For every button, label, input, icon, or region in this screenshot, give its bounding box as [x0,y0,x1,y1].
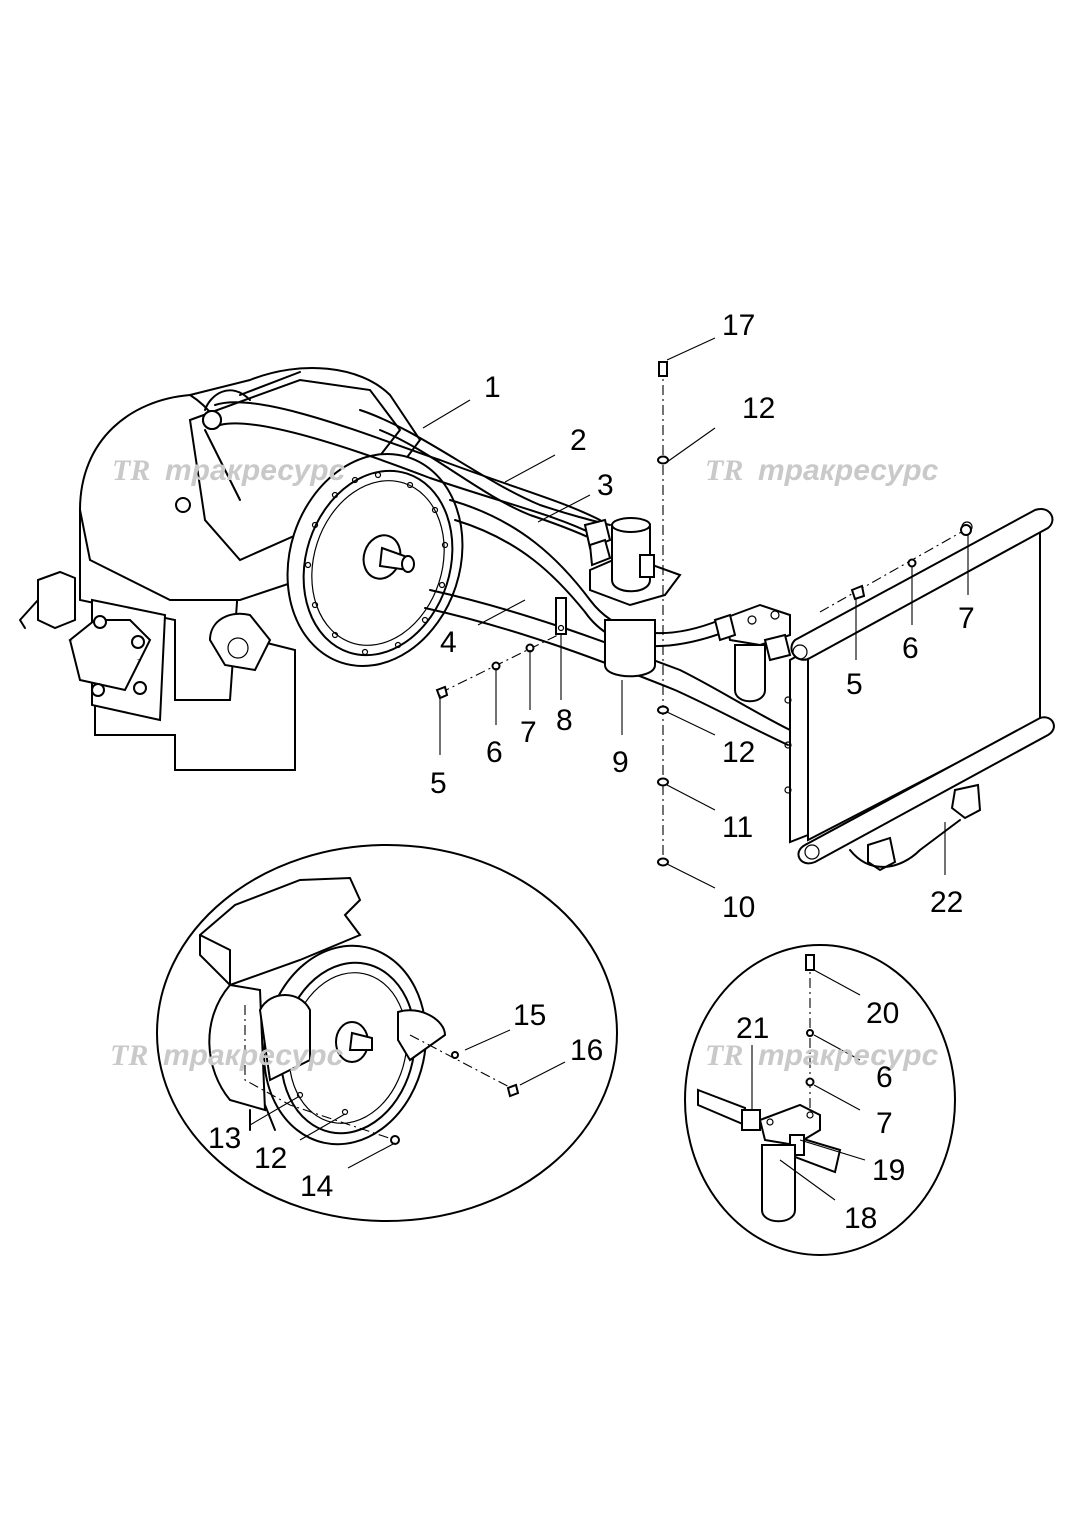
callout-6: 6 [902,632,919,665]
callout-22: 22 [930,886,963,919]
callout-1: 1 [484,371,501,404]
callout-5: 5 [430,767,447,800]
watermark: TR тракресурс TR тракресурс TR тракресур… [110,454,939,1072]
callout-18: 18 [844,1202,877,1235]
watermark-logo: TR [110,1039,148,1072]
hoses [202,389,791,746]
watermark-text: тракресурс [163,1039,344,1072]
watermark-text: тракресурс [758,454,939,487]
callout-4: 4 [440,626,457,659]
callout-8: 8 [556,704,573,737]
watermark-logo: TR [705,1039,743,1072]
callout-20: 20 [866,997,899,1030]
callout-12: 12 [254,1142,287,1175]
callout-7: 7 [958,602,975,635]
callout-10: 10 [722,891,755,924]
right-fasteners [819,524,972,613]
callout-21: 21 [736,1012,769,1045]
callout-13: 13 [208,1122,241,1155]
callout-7: 7 [876,1107,893,1140]
callout-6: 6 [486,736,503,769]
callout-7: 7 [520,716,537,749]
radiator-bracket [713,603,792,703]
callout-15: 15 [513,999,546,1032]
main-assembly [19,337,1055,889]
watermark-logo: TR [112,454,150,487]
callout-2: 2 [570,424,587,457]
detail-view-right [684,944,956,1256]
filter [583,517,682,678]
callout-labels: 1 2 3 4 5 6 7 8 9 17 12 12 11 10 5 6 7 2… [208,309,975,1235]
callout-12: 12 [742,392,775,425]
callout-5: 5 [846,668,863,701]
callout-17: 17 [722,309,755,342]
vertical-bolt-stack [657,361,669,867]
watermark-text: тракресурс [758,1039,939,1072]
clamp [555,597,567,635]
watermark-logo: TR [705,454,743,487]
detail-view-left [156,844,618,1222]
converter-disc [286,452,464,668]
callout-6: 6 [876,1061,893,1094]
callout-11: 11 [722,811,753,844]
callout-3: 3 [597,469,614,502]
radiator [784,508,1055,872]
leader-lines [422,337,969,889]
callout-14: 14 [300,1170,333,1203]
callout-16: 16 [570,1034,603,1067]
callout-19: 19 [872,1154,905,1187]
watermark-text: тракресурс [165,454,346,487]
callout-12: 12 [722,736,755,769]
callout-9: 9 [612,746,629,779]
